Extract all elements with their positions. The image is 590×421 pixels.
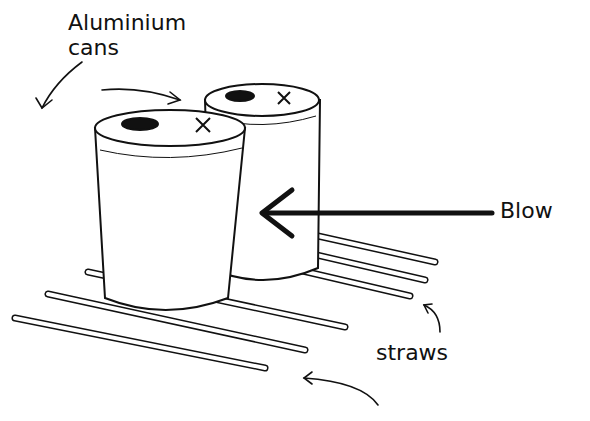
part-label: Aluminium cans xyxy=(68,10,218,61)
aluminium-can xyxy=(95,110,245,310)
action-label: Blow xyxy=(500,198,580,223)
part-label: straws xyxy=(376,340,486,365)
blow-arrow xyxy=(262,190,492,236)
